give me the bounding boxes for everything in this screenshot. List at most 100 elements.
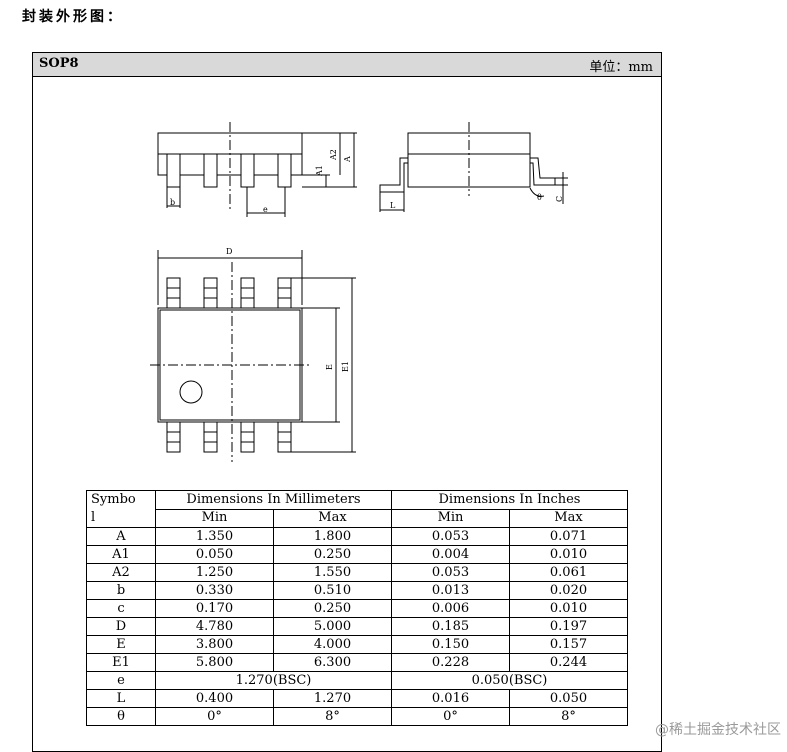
row-symbol: E1 (86, 653, 156, 672)
cell: 1.270 (273, 689, 392, 708)
cell: 0.330 (155, 581, 274, 600)
cell: 0.010 (509, 545, 628, 564)
label-b: b (170, 198, 175, 207)
cell: 6.300 (273, 653, 392, 672)
angle-arc (529, 187, 545, 197)
cell: 0.185 (391, 617, 510, 636)
pin1-marker (179, 380, 203, 404)
label-D: D (226, 247, 232, 256)
cell: 0.006 (391, 599, 510, 618)
row-symbol: E (86, 635, 156, 654)
cell: 0.400 (155, 689, 274, 708)
side-lead (166, 153, 181, 188)
label-E1: E1 (341, 361, 350, 372)
end-lead-left (379, 157, 408, 193)
cell: 0.071 (509, 527, 628, 546)
mm-max-header: Max (273, 508, 392, 528)
label-E: E (325, 364, 334, 370)
cell: 0.050 (155, 545, 274, 564)
cell: 0.010 (509, 599, 628, 618)
cell: 0.053 (391, 527, 510, 546)
cell: 0.510 (273, 581, 392, 600)
cell: 1.250 (155, 563, 274, 582)
row-symbol: A1 (86, 545, 156, 564)
cell: 0.250 (273, 545, 392, 564)
cell: 5.800 (155, 653, 274, 672)
inch-header: Dimensions In Inches (391, 490, 628, 510)
cell: 0.013 (391, 581, 510, 600)
label-C: C (555, 196, 564, 202)
cell: 0.061 (509, 563, 628, 582)
side-view-end: L C θ (379, 122, 568, 212)
cell: 0.150 (391, 635, 510, 654)
cell: 0.228 (391, 653, 510, 672)
symbol-header: Symbo l (86, 490, 156, 528)
top-view: D E E1 (150, 247, 356, 462)
cell: 1.350 (155, 527, 274, 546)
package-drawing: b e A A2 A1 L C θ D (150, 122, 568, 462)
cell: 8° (509, 707, 628, 726)
end-lead-right (530, 157, 556, 186)
in-min-header: Min (391, 508, 510, 528)
cell: 1.800 (273, 527, 392, 546)
side-lead (203, 153, 218, 188)
table-header-row: Symbo l Dimensions In Millimeters Dimens… (86, 490, 628, 528)
in-max-header: Max (509, 508, 628, 528)
cell: 5.000 (273, 617, 392, 636)
row-symbol: D (86, 617, 156, 636)
package-panel: SOP8 单位：mm (32, 52, 662, 752)
mm-min-header: Min (155, 508, 274, 528)
label-L: L (390, 201, 396, 210)
cell: 0.050 (509, 689, 628, 708)
label-A1: A1 (315, 165, 324, 177)
row-symbol: A2 (86, 563, 156, 582)
cell: 0.053 (391, 563, 510, 582)
cell: 8° (273, 707, 392, 726)
cell: 4.000 (273, 635, 392, 654)
watermark: @稀土掘金技术社区 (655, 722, 781, 738)
cell: 0.004 (391, 545, 510, 564)
side-lead (240, 153, 255, 188)
cell: 1.270(BSC) (155, 671, 392, 690)
cell: 0.244 (509, 653, 628, 672)
cell: 0.050(BSC) (391, 671, 628, 690)
panel-header: SOP8 单位：mm (33, 53, 661, 77)
page-title: 封装外形图： (22, 9, 124, 25)
side-view-front: b e A A2 A1 (157, 122, 357, 217)
cell: 4.780 (155, 617, 274, 636)
label-e: e (263, 205, 268, 214)
label-A2: A2 (329, 149, 338, 161)
top-leads (166, 277, 292, 453)
cell: 3.800 (155, 635, 274, 654)
unit-label: 单位：mm (589, 60, 653, 75)
table-subheader-row: Min Max Min Max (87, 508, 628, 528)
row-symbol: e (86, 671, 156, 690)
row-symbol: θ (86, 707, 156, 726)
row-symbol: L (86, 689, 156, 708)
row-symbol: A (86, 527, 156, 546)
package-name: SOP8 (39, 56, 79, 71)
cell: 1.550 (273, 563, 392, 582)
cell: 0° (155, 707, 274, 726)
label-A: A (343, 156, 352, 163)
cell: 0.197 (509, 617, 628, 636)
row-symbol: c (86, 599, 156, 618)
cell: 0° (391, 707, 510, 726)
cell: 0.170 (155, 599, 274, 618)
row-symbol: b (86, 581, 156, 600)
label-theta: θ (537, 193, 542, 202)
cell: 0.020 (509, 581, 628, 600)
cell: 0.157 (509, 635, 628, 654)
cell: 0.016 (391, 689, 510, 708)
cell: 0.250 (273, 599, 392, 618)
